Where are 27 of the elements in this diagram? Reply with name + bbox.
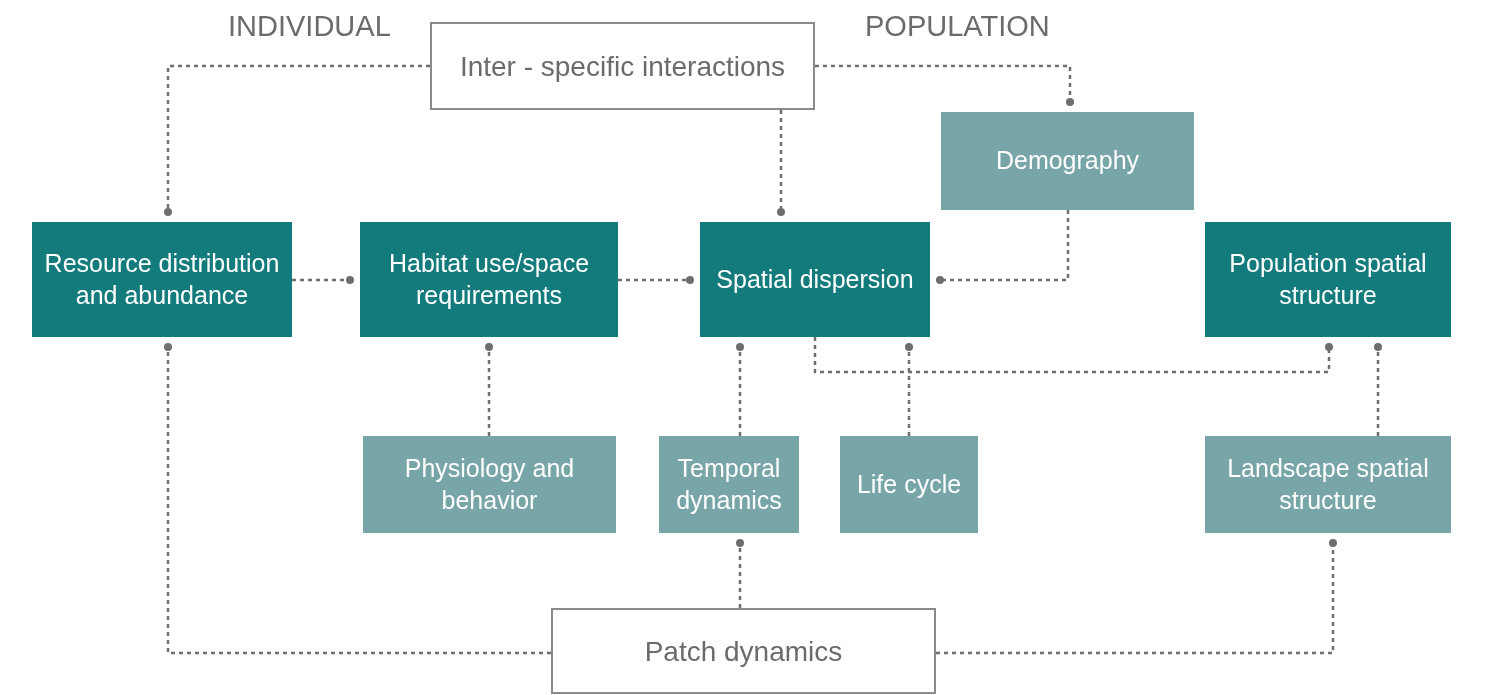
- process-box: Temporal dynamics: [659, 436, 799, 533]
- dotted-connector: [936, 210, 1070, 284]
- dotted-connector: [905, 343, 913, 436]
- process-box: Physiology and behavior: [363, 436, 616, 533]
- dotted-connector: [936, 539, 1337, 655]
- dotted-connector: [736, 343, 744, 436]
- dotted-connector: [736, 539, 744, 608]
- outlined-box: Patch dynamics: [551, 608, 936, 694]
- outlined-box: Inter - specific interactions: [430, 22, 815, 110]
- dotted-connector: [618, 276, 694, 284]
- dotted-connector: [813, 337, 1333, 374]
- process-box: Resource distribution and abundance: [32, 222, 292, 337]
- process-box: Population spatial structure: [1205, 222, 1451, 337]
- dotted-connector: [777, 110, 785, 216]
- process-box: Life cycle: [840, 436, 978, 533]
- section-heading: POPULATION: [865, 9, 1050, 44]
- dotted-connector: [815, 64, 1074, 106]
- dotted-connector: [485, 343, 493, 436]
- process-box: Landscape spatial structure: [1205, 436, 1451, 533]
- dotted-connector: [1374, 343, 1382, 436]
- dotted-connector: [164, 64, 430, 216]
- process-box: Spatial dispersion: [700, 222, 930, 337]
- dotted-connector: [164, 343, 551, 655]
- process-box: Habitat use/space requirements: [360, 222, 618, 337]
- process-box: Demography: [941, 112, 1194, 210]
- dotted-connector: [292, 276, 354, 284]
- section-heading: INDIVIDUAL: [228, 9, 391, 44]
